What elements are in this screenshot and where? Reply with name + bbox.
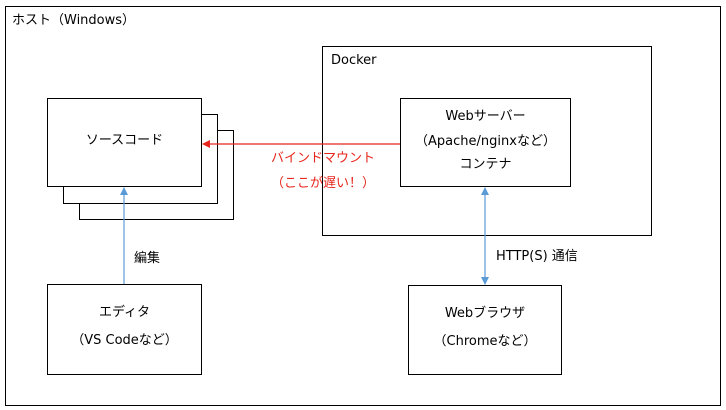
bind-mount-label-line2: （ここが遅い！）	[270, 176, 375, 191]
http-label: HTTP(S) 通信	[496, 249, 578, 264]
web-server-line2: （Apache/nginxなど）	[415, 134, 556, 149]
web-server-line3: コンテナ	[459, 157, 512, 172]
web-server-line1: Webサーバー	[445, 109, 526, 124]
browser-line2: （Chromeなど）	[433, 334, 537, 349]
editor-line1: エディタ	[98, 305, 151, 320]
browser-box	[408, 285, 562, 375]
source-code-box	[47, 98, 202, 187]
bind-mount-label-line1: バインドマウント	[270, 151, 375, 166]
docker-label: Docker	[331, 53, 377, 68]
editor-box	[47, 284, 202, 375]
editor-line2: （VS Codeなど）	[71, 333, 178, 348]
web-server-box	[400, 98, 571, 187]
host-label: ホスト（Windows）	[12, 13, 136, 28]
source-code-label: ソースコード	[85, 133, 164, 148]
edit-label: 編集	[134, 251, 161, 266]
browser-line1: Webブラウザ	[444, 306, 526, 321]
